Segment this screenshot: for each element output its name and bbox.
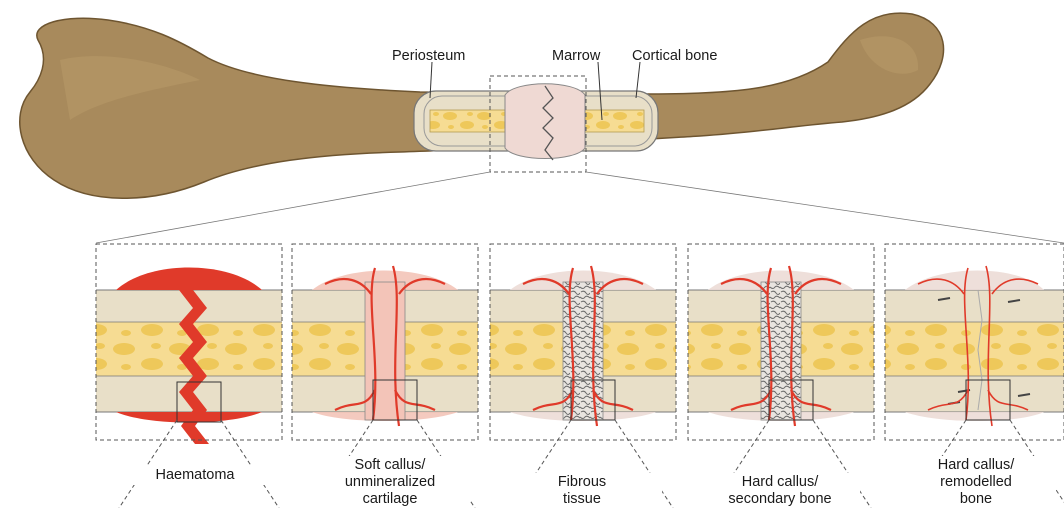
panel-marrow xyxy=(885,322,1064,376)
fracture-callus xyxy=(505,84,585,159)
cortical-bone-label: Cortical bone xyxy=(632,48,717,65)
stage-label-fibrous-tissue: Fibrous tissue xyxy=(502,473,662,509)
stage-label-line: tissue xyxy=(502,491,662,508)
stage-label-hard-callus-remodelled: Hard callus/ remodelled bone xyxy=(896,456,1056,509)
zoom-guide-right xyxy=(586,172,1064,243)
femur-illustration xyxy=(20,13,1064,243)
stage-label-line: secondary bone xyxy=(700,491,860,508)
stage-label-line: Soft callus/ xyxy=(310,457,470,474)
femur-cutaway xyxy=(414,84,658,160)
healing-stage-panel-3 xyxy=(490,244,676,508)
stage-label-soft-callus: Soft callus/ unmineralized cartilage xyxy=(310,456,470,509)
stage-label-line: Fibrous xyxy=(502,474,662,491)
stage-label-line: unmineralized xyxy=(310,474,470,491)
stage-label-line: Haematoma xyxy=(115,467,275,484)
stage-label-line: Hard callus/ xyxy=(896,457,1056,474)
marrow-label: Marrow xyxy=(552,48,600,65)
stage-label-line: remodelled xyxy=(896,474,1056,491)
healing-stage-panel-4 xyxy=(688,244,874,508)
stage-label-haematoma: Haematoma xyxy=(115,466,275,485)
stage-label-line: bone xyxy=(896,491,1056,508)
stage-label-line: cartilage xyxy=(310,491,470,508)
periosteum-label: Periosteum xyxy=(392,48,465,65)
stage-label-hard-callus-secondary: Hard callus/ secondary bone xyxy=(700,473,860,509)
stage-label-line: Hard callus/ xyxy=(700,474,860,491)
